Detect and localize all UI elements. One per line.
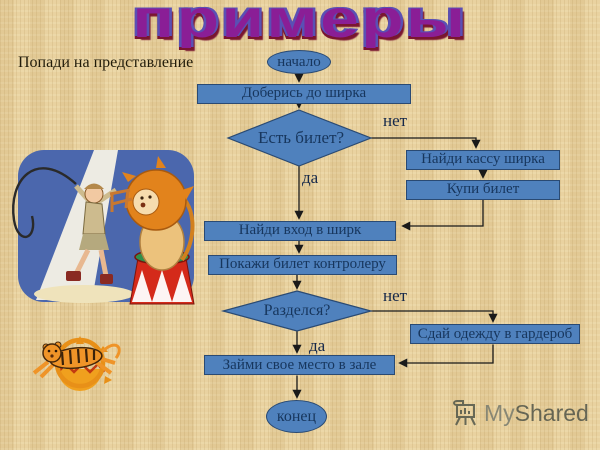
edge-p6-p7 <box>398 344 494 368</box>
edge-d1-no-p2 <box>371 137 481 149</box>
decision-has-ticket-shape <box>226 109 373 167</box>
node-start: начало <box>267 50 331 74</box>
node-find-entrance: Найди вход в ширк <box>204 221 396 241</box>
task-caption: Попади на представление <box>18 54 194 71</box>
tiger <box>32 341 121 379</box>
tiger-illustration <box>32 336 121 391</box>
watermark-text-shared: Shared <box>514 399 589 426</box>
node-end: конец <box>266 400 327 433</box>
node-find-ticket-office: Найди кассу ширка <box>406 150 560 170</box>
node-get-to-circus: Доберись до ширка <box>197 84 411 104</box>
watermark-text-my: My <box>484 399 515 426</box>
decision-has-ticket-label: Есть билет? <box>257 128 345 147</box>
myshared-watermark: MyShared <box>450 399 589 427</box>
branch-label-no-2: нет <box>383 286 408 305</box>
node-cloakroom: Сдай одежду в гардероб <box>410 324 580 344</box>
decision-undressed-shape <box>220 290 374 332</box>
whip <box>11 167 77 239</box>
lion-tamer-illustration <box>11 150 195 305</box>
floor-shadow <box>34 285 134 303</box>
node-take-seat: Займи свое место в зале <box>204 355 395 375</box>
easel-chart-icon <box>453 400 476 426</box>
edge-p3-p4 <box>401 199 484 231</box>
decision-undressed-label: Разделся? <box>263 302 331 319</box>
chair <box>109 188 133 212</box>
branch-label-yes-2: да <box>309 336 326 355</box>
slide-title: примеры <box>132 0 468 49</box>
lion <box>122 156 195 271</box>
branch-label-no-1: нет <box>383 111 408 130</box>
node-buy-ticket: Купи билет <box>406 180 560 200</box>
branch-label-yes-1: да <box>302 168 319 187</box>
lion-tamer <box>11 167 133 284</box>
node-show-ticket: Покажи билет контролеру <box>208 255 397 275</box>
edge-d2-no-p6 <box>371 310 498 323</box>
